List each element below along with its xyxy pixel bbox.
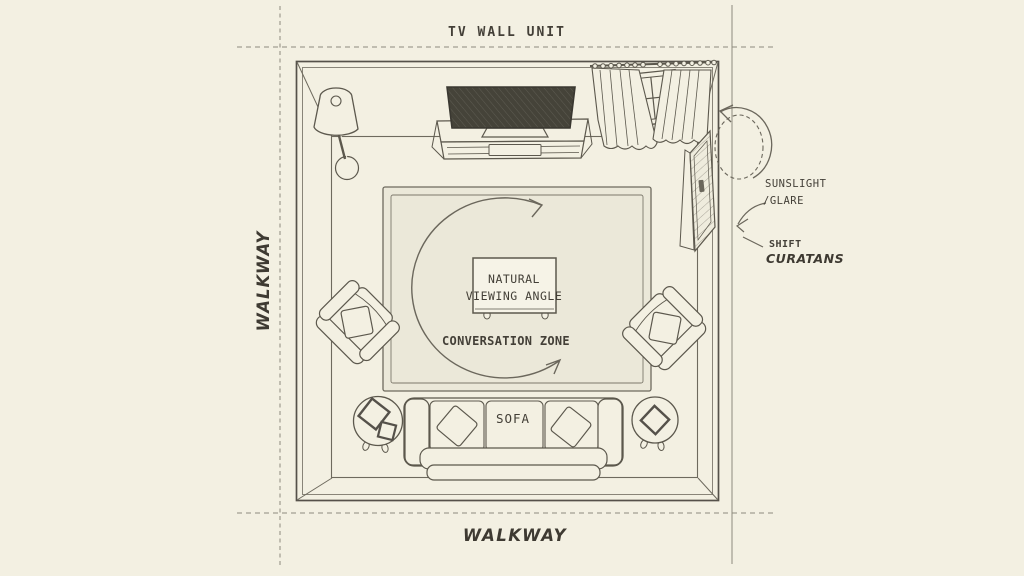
lamp-finial: [330, 95, 342, 107]
curtain-fold: [599, 69, 608, 146]
walkway-left-label: WALKWAY: [254, 230, 273, 332]
curtain-fold: [671, 69, 682, 141]
corner-diagonal-bl: [296, 477, 333, 501]
shift-pointer-line: [742, 236, 764, 248]
chair-front-line: [635, 299, 668, 332]
sofa-cushion: [485, 400, 544, 452]
conversation-arc: [411, 197, 560, 379]
coffee-table: NATURAL VIEWING ANGLE: [466, 257, 563, 320]
arrowhead: [528, 198, 544, 218]
curtain-rings: [592, 59, 717, 69]
shift-solid-arc: [719, 106, 773, 179]
room-wall-thickness: [302, 67, 713, 495]
window-and-curtains: [589, 59, 718, 151]
conversation-arrow: [411, 197, 562, 379]
door-inner-line: [693, 140, 712, 242]
coffee-table-label-line2: VIEWING ANGLE: [466, 289, 563, 303]
sunlight-label-line1: SUNSLIGHT: [765, 178, 827, 190]
table-tray-large: [356, 396, 392, 432]
curtain-fold: [609, 69, 618, 147]
table-tray-small: [376, 420, 398, 442]
curtain-fold: [661, 69, 673, 140]
curtains-label: CURATANS: [766, 251, 844, 266]
sofa-pillow: [436, 405, 478, 447]
chair-arm: [318, 280, 360, 321]
lamp-base: [334, 155, 360, 181]
floor-lamp: [313, 87, 360, 181]
console-left-bevel: [431, 120, 445, 160]
curtain-left-panel: [591, 67, 658, 151]
shift-label: SHIFT: [769, 239, 802, 250]
corner-diagonal-br: [697, 477, 719, 501]
curtain-fold: [628, 69, 639, 146]
side-table-left: [352, 395, 404, 453]
curtain-right-shape: [652, 69, 712, 145]
chair-pillow: [340, 305, 374, 339]
table-top: [352, 395, 404, 447]
table-top: [631, 396, 679, 444]
chair-front-line: [354, 293, 387, 326]
curtain-left-shape: [591, 67, 658, 151]
door-handle: [698, 179, 705, 193]
door-side-edge: [679, 149, 695, 251]
chair-arm: [622, 326, 663, 368]
side-table-right: [631, 396, 679, 451]
lamp-shade: [313, 87, 359, 136]
shift-dashed-circle: [714, 114, 764, 180]
table-tray: [639, 404, 671, 436]
chair-pillow: [648, 311, 682, 345]
console-drawer: [488, 144, 542, 156]
rug-inner-border: [390, 194, 644, 384]
conversation-zone-label: CONVERSATION ZONE: [442, 334, 570, 348]
sunlight-arrow: [737, 202, 767, 225]
sofa-front-lip: [426, 464, 601, 481]
coffee-table-label-line1: NATURAL: [488, 272, 540, 286]
sofa: SOFA: [403, 397, 624, 481]
curtain-shift-arrow: [714, 104, 773, 180]
chair-arm: [359, 320, 400, 362]
sofa-label: SOFA: [496, 411, 530, 426]
walkway-bottom-label: WALKWAY: [463, 526, 568, 545]
room-outer-wall: [295, 60, 720, 502]
sofa-arm: [597, 398, 623, 466]
curtain-right-panel: [652, 69, 712, 145]
armchair-right: [622, 286, 707, 371]
armchair-left: [315, 280, 400, 365]
sofa-pillow: [550, 406, 592, 448]
tv-stand: [480, 127, 550, 138]
curtain-fold: [619, 69, 629, 147]
walkway-guides: [237, 5, 777, 568]
coffee-table-top: [472, 257, 557, 314]
tv: [446, 86, 576, 138]
tv-screen: [446, 86, 576, 129]
tv-wall-unit-label: TV WALL UNIT: [448, 25, 566, 40]
sunlight-label-line2: /GLARE: [763, 195, 804, 207]
arrowhead: [718, 104, 734, 123]
arrowhead: [545, 358, 562, 375]
curtain-fold: [691, 69, 700, 140]
callout-pointers: [735, 202, 767, 248]
curtain-fold: [681, 69, 691, 141]
sofa-arm: [404, 398, 430, 466]
arrowhead: [735, 218, 749, 233]
lamp-stem-inner: [339, 131, 348, 159]
chair-arm: [662, 286, 704, 327]
lamp-stem: [336, 131, 347, 160]
console-right-bevel: [580, 118, 593, 159]
glass-door-panel: [679, 129, 716, 253]
